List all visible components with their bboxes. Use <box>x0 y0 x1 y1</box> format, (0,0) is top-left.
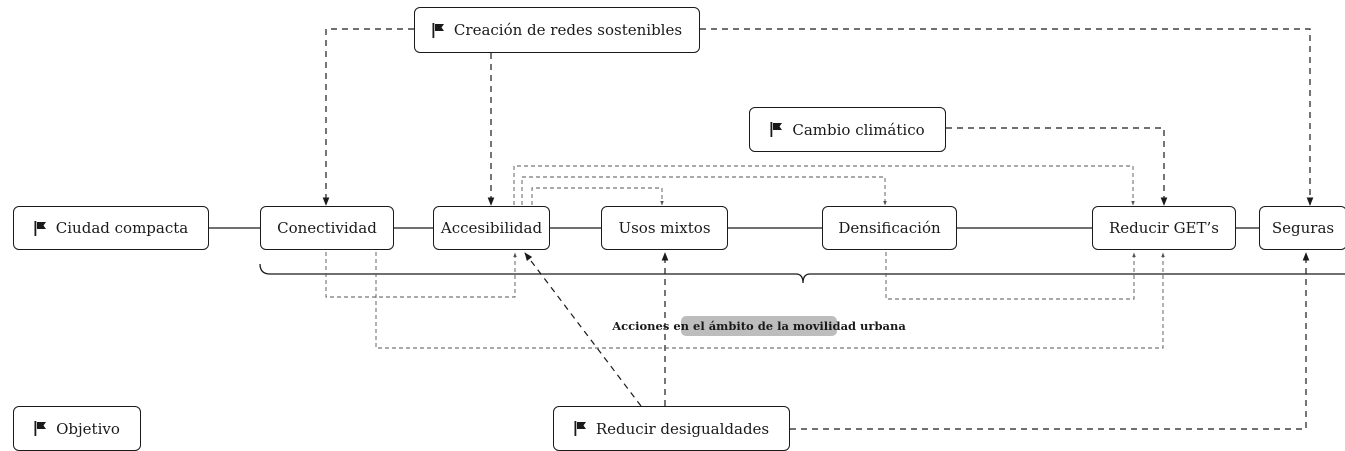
node-label: Creación de redes sostenibles <box>453 21 683 39</box>
node-usos-mixtos: Usos mixtos <box>601 206 728 250</box>
brace-caption: Acciones en el ámbito de la movilidad ur… <box>612 316 906 336</box>
legend-objetivo: Objetivo <box>13 406 141 451</box>
node-reducir-gets: Reducir GET’s <box>1092 206 1236 250</box>
node-densificacion: Densificación <box>822 206 957 250</box>
node-reducir-desigualdades: Reducir desigualdades <box>553 406 790 451</box>
node-label: Conectividad <box>277 219 377 237</box>
node-accesibilidad: Accesibilidad <box>433 206 550 250</box>
flag-icon <box>432 22 445 38</box>
node-label: Reducir GET’s <box>1109 219 1219 237</box>
node-label: Densificación <box>838 219 941 237</box>
actions-brace <box>259 263 1345 284</box>
node-cambio-climatico: Cambio climático <box>749 107 946 152</box>
node-label: Cambio climático <box>792 120 925 139</box>
node-creacion-redes: Creación de redes sostenibles <box>414 7 700 53</box>
node-conectividad: Conectividad <box>260 206 394 250</box>
node-seguras: Seguras <box>1259 206 1345 250</box>
node-label: Usos mixtos <box>618 219 711 237</box>
node-label: Seguras <box>1271 219 1335 237</box>
flag-icon <box>770 122 783 137</box>
flag-icon <box>34 421 47 436</box>
node-label: Reducir desigualdades <box>595 419 770 438</box>
desigualdades-links <box>524 252 1310 430</box>
action-interlinks <box>325 165 1165 349</box>
redes-links <box>322 28 1314 206</box>
node-ciudad-compacta: Ciudad compacta <box>13 206 209 250</box>
node-label: Objetivo <box>56 419 120 438</box>
flag-icon <box>574 421 587 436</box>
node-label: Accesibilidad <box>440 219 543 237</box>
node-label: Ciudad compacta <box>55 219 189 237</box>
flag-icon <box>34 220 47 236</box>
cambio-link <box>946 127 1168 206</box>
